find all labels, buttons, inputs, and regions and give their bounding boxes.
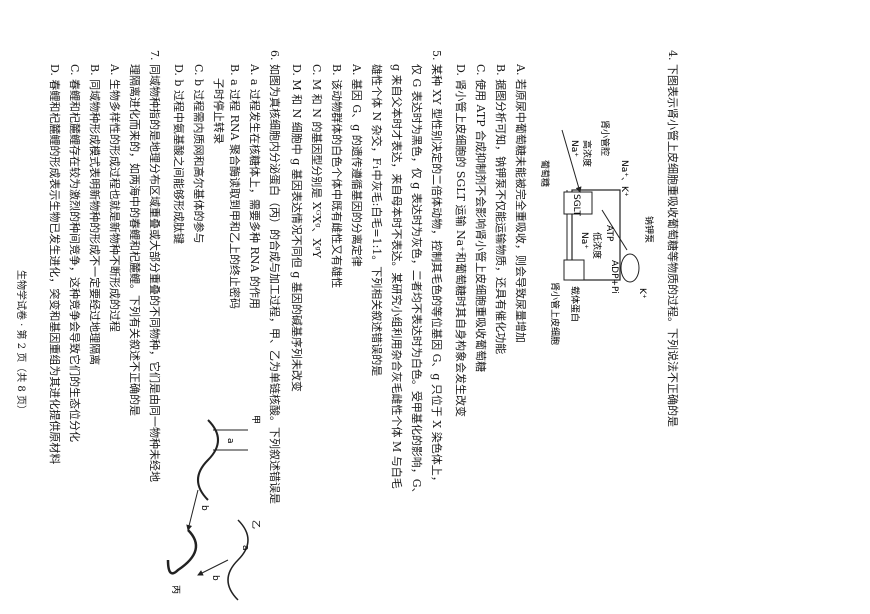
q6-figure: 甲 a 乙 a b b 丙 <box>158 410 268 610</box>
q4-label-pump: 钠钾泵 <box>643 216 655 243</box>
q7-option-a: A. 生物多样性的形成过程也就是新物种不断形成的过程 <box>108 64 121 332</box>
sglt-transport-diagram: Na⁺、K⁺ 钠钾泵 K⁺ ATP ADP+Pi 低浓度 Na⁺ 高浓度 Na⁺… <box>539 120 655 345</box>
q5-option-b: B. 该动物群体的白色个体中既有雌性又有雄性 <box>330 64 343 289</box>
q6-label-jia: 甲 <box>250 415 261 424</box>
q4-label-na: Na⁺ <box>579 232 589 249</box>
q6-stem: 6. 如图为真核细胞内分泌蛋白（丙）的合成与加工过程，甲、乙为单链核酸。下列叙述… <box>268 50 281 504</box>
q5-stem-2: 仅 G 表达时为黑色，仅 g 表达时为灰色，二者均不表达时为白色。受甲基化的影响… <box>410 64 423 499</box>
q5-stem-4: 雄性个体 N 杂交，F₁中灰毛:白毛=1:1。下列相关叙述错误的是 <box>370 64 383 377</box>
q5-option-c: C. M 和 N 的基因型分别是 XᴳXᵍ、XᵍY <box>310 64 323 258</box>
page-footer: 生物学试卷 · 第 2 页（共 8 页） <box>15 270 26 415</box>
q5-option-d: D. M 和 N 细胞中 g 基因表达情况不同但 g 基因的碱基序列未改变 <box>290 64 303 392</box>
q6-option-a: A. a 过程发生在核糖体上，需要多种 RNA 的作用 <box>248 64 261 309</box>
q6-label-a1: a <box>225 438 235 444</box>
q6-label-yi: 乙 <box>250 520 261 529</box>
q4-label-atp: ATP <box>604 225 614 242</box>
q4-label-lumen: 肾小管腔 <box>599 120 611 156</box>
q6-label-b1: b <box>199 505 209 511</box>
q4-figure: Na⁺、K⁺ 钠钾泵 K⁺ ATP ADP+Pi 低浓度 Na⁺ 高浓度 Na⁺… <box>532 120 662 380</box>
q4-stem: 4. 下图表示肾小管上皮细胞重吸收葡萄糖等物质的过程。下列说法不正确的是 <box>666 50 679 427</box>
q6-label-b2: b <box>210 575 220 581</box>
q4-label-glucose: 葡萄糖 <box>539 160 551 187</box>
q6-option-d: D. b 过程中氨基酸之间能够形成肽键 <box>172 64 185 244</box>
rotated-content: 4. 下图表示肾小管上皮细胞重吸收葡萄糖等物质的过程。下列说法不正确的是 Na⁺… <box>0 50 680 614</box>
translation-diagram: 甲 a 乙 a b b 丙 <box>166 415 261 601</box>
q7-option-b: B. 同域物种形成模式表明新物种的形成不一定要经过地理隔离 <box>88 64 101 366</box>
q6-option-c: C. b 过程需内质网和高尔基体的参与 <box>192 64 205 244</box>
q7-option-d: D. 春鲤和杞麓鲤的形成表示生物已发生进化，突变和基因重组为其进化提供原材料 <box>48 64 61 465</box>
q4-label-high: 高浓度 <box>581 140 593 167</box>
q5-option-a: A. 基因 G、g 的遗传遵循基因的分离定律 <box>350 64 363 267</box>
q4-label-k: K⁺ <box>637 288 647 299</box>
q4-option-b: B. 据图分析可知，钠钾泵不仅能运输物质，还具有催化功能 <box>494 64 507 355</box>
q4-label-sglt: SGLT <box>571 194 581 216</box>
q4-label-low: 低浓度 <box>591 232 603 259</box>
q4-option-a: A. 若原尿中葡萄糖未能被完全重吸收，则会导致尿量增加 <box>514 64 527 343</box>
q7-stem-1: 7. 同域物种指的是地理分布区域重叠或大部分重叠的不同物种，它们是由同一物种未经… <box>148 50 161 482</box>
q6-option-b: B. a 过程 RNA 聚合酶读取到甲和乙上的终止密码 <box>228 64 241 309</box>
q4-label-carrier: 载体蛋白 <box>569 286 581 322</box>
q5-stem-1: 5. 某种 XY 型性别决定的二倍体动物，控制其毛色的等位基因 G、g 只位于 … <box>430 50 443 487</box>
q5-stem-3: g 来自父本时才表达，来自母本时不表达。某研究小组利用杂合灰毛雌性个体 M 与白… <box>390 64 403 489</box>
q4-label-na-k: Na⁺、K⁺ <box>619 160 629 197</box>
q7-stem-2: 理隔离进化而来的，如两海中的春鲤和杞麓鲤。下列有关叙述不正确的是 <box>128 64 141 416</box>
q4-option-c: C. 使用 ATP 合成抑制剂不会影响肾小管上皮细胞重吸收葡萄糖 <box>474 64 487 373</box>
q4-label-adp: ADP+Pi <box>609 260 619 294</box>
q6-option-b-cont: 子时停止转录 <box>212 78 225 144</box>
q4-label-cell: 肾小管上皮细胞 <box>549 282 561 345</box>
q4-label-na-in: Na⁺ <box>569 140 579 157</box>
q6-label-a2: a <box>240 545 250 551</box>
q7-option-c: C. 春鲤和杞麓鲤存在较为激烈的种间竞争，这种竞争会导致它们的生态位分化 <box>68 64 81 443</box>
q4-option-d: D. 肾小管上皮细胞的 SGLT 运输 Na⁺和葡萄糖时其自身构象会发生改变 <box>454 64 467 417</box>
q6-label-bing: 丙 <box>170 585 181 594</box>
